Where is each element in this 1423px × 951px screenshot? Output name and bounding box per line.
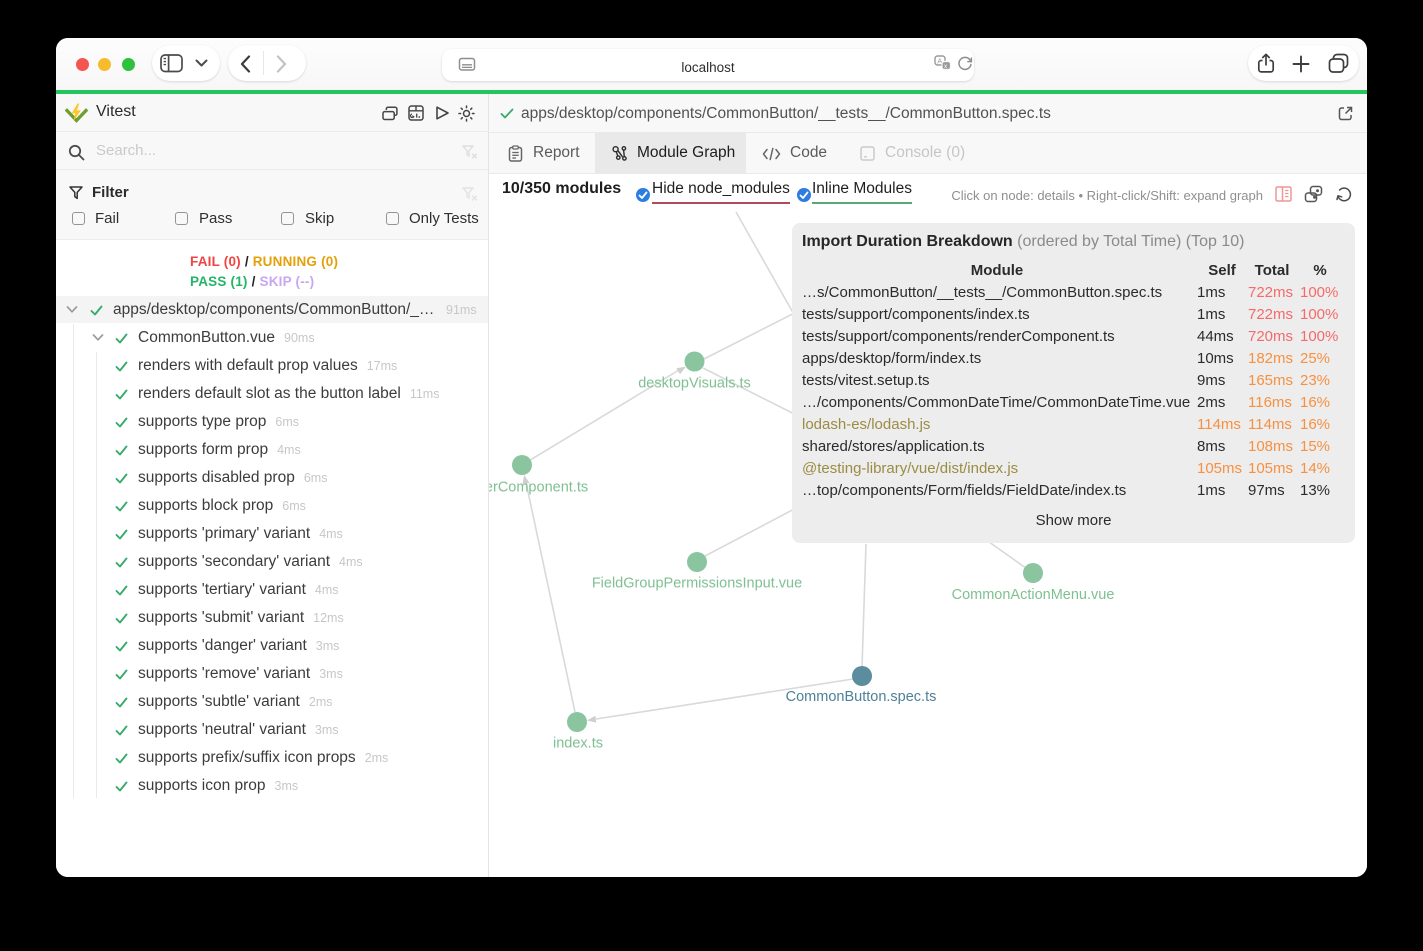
svg-text:CommonButton.spec.ts: CommonButton.spec.ts	[786, 689, 937, 705]
svg-text:desktopVisuals.ts: desktopVisuals.ts	[638, 376, 751, 392]
svg-text:CommonActionMenu.vue: CommonActionMenu.vue	[952, 587, 1115, 603]
svg-text:A: A	[937, 57, 942, 66]
svg-text:x: x	[944, 63, 948, 70]
svg-text:renderComponent.ts: renderComponent.ts	[489, 480, 588, 496]
svg-text:index.ts: index.ts	[553, 736, 603, 752]
svg-text:FieldGroupPermissionsInput.vue: FieldGroupPermissionsInput.vue	[592, 576, 802, 592]
